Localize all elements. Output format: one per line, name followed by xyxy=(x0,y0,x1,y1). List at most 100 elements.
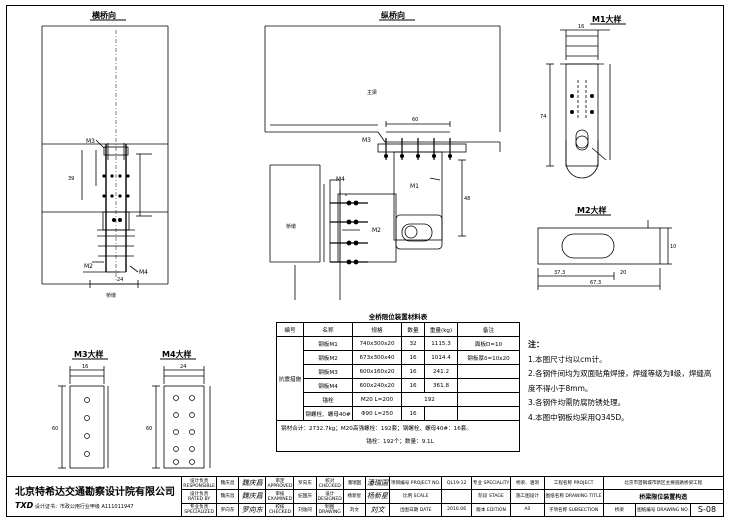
signature: 罗向东 xyxy=(238,502,267,518)
signature: 杨新星 xyxy=(364,489,390,504)
m3-detail-title: M3大样 xyxy=(74,349,104,359)
title-block: 北京特希达交通勘察设计院有限公司 TXD 设计证书：市政公用行业甲级 A1110… xyxy=(5,475,725,518)
material-table-header: 编号 名称 规格 数量 重量(kg) 备注 xyxy=(276,322,520,337)
project-name: 北京市首钢城市新区主要道路桥梁工程 xyxy=(602,475,725,491)
check-name: 刘文 xyxy=(342,502,366,518)
cell: M20 L=200 xyxy=(352,392,402,407)
note-item: 3.各钢件均需防腐防锈处理。 xyxy=(528,398,626,408)
header-name: 名称 xyxy=(303,322,353,337)
drawing-canvas: 横桥向 纵桥向 M1大样 M2大样 M3大样 M4大样 M3 M2 M4 24 … xyxy=(41,10,676,469)
label-m2-longitudinal: M2 xyxy=(372,227,381,234)
longitudinal-m1-flange xyxy=(377,143,467,153)
check-label: 校对 xyxy=(325,478,335,484)
cell: 16 xyxy=(401,350,425,365)
signature: 魏庆昌 xyxy=(238,475,267,491)
drawing-no-label: 图纸编号 DRAWING NO. xyxy=(635,502,692,518)
date: 2016.06 xyxy=(441,502,472,518)
table-row: 钢板M2 673x300x40 16 1014.4 钢板厚δ=10x20 xyxy=(277,350,520,365)
m1-detail-title: M1大样 xyxy=(592,14,622,24)
longitudinal-m4-plate xyxy=(329,179,341,263)
check-label-en: CHECKED xyxy=(318,483,341,489)
m4-detail-title: M4大样 xyxy=(162,349,192,359)
subsection-label: 子项名称 SUBSECTION xyxy=(543,502,604,518)
cell xyxy=(457,406,520,421)
cell xyxy=(457,392,520,407)
notes-heading: 注： xyxy=(528,340,544,349)
drawing-title-label: 图纸名称 DRAWING TITLE xyxy=(543,489,604,504)
cell xyxy=(457,364,520,379)
summary-line-2: 锚栓：192个；数量：9.1L xyxy=(366,439,434,445)
cell: 673x300x40 xyxy=(352,350,402,365)
cell: 钢螺栓、螺母40# xyxy=(303,406,353,421)
dim-60-m4: 60 xyxy=(146,426,152,432)
label-m4-longitudinal: M4 xyxy=(336,176,345,183)
stage: 施工图设计 xyxy=(510,489,545,504)
project-no: QL19-12 xyxy=(441,475,472,491)
cell: Φ90 L=250 xyxy=(352,406,402,421)
approve-name: 刘逸同 xyxy=(293,502,317,518)
note-item: 1.本图尺寸均以cm计。 xyxy=(528,354,607,364)
dim-16-m1: 16 xyxy=(578,24,584,30)
cell: 600x160x20 xyxy=(352,364,402,379)
edition: A0 xyxy=(510,502,545,518)
cell: 32 xyxy=(401,336,425,351)
label-m1-longitudinal: M1 xyxy=(410,183,419,190)
m2-detail-title: M2大样 xyxy=(577,205,607,215)
cell: 740x300x20 xyxy=(352,336,402,351)
role-label: 设计负责 xyxy=(189,491,209,497)
check-label: 设计 xyxy=(325,491,335,497)
role-name: 罗向东 xyxy=(215,502,240,518)
label-pier-transverse: 桥墩 xyxy=(106,292,116,299)
project-label: 工程名称 PROJECT xyxy=(543,475,604,491)
m1-detail-plate xyxy=(565,63,599,167)
role-label-en: RATED BY xyxy=(188,496,211,502)
signature: 潘瑞国 xyxy=(364,475,390,491)
table-summary-row: 钢材合计：2732.7kg；M20高强螺栓：192套；钢螺栓、螺母40#：16套… xyxy=(276,420,520,452)
company-name: 北京特希达交通勘察设计院有限公司 xyxy=(15,487,175,498)
check-name: 潘瑞国 xyxy=(342,475,366,491)
cell: 钢板M3 xyxy=(303,364,353,379)
table-row: 钢板M4 600x240x20 16 361.8 xyxy=(277,378,520,393)
dim-24-m4: 24 xyxy=(180,364,186,370)
company-cell: 北京特希达交通勘察设计院有限公司 TXD 设计证书：市政公用行业甲级 A1110… xyxy=(5,476,183,517)
cell xyxy=(424,406,458,421)
cell: 钢板M4 xyxy=(303,378,353,393)
longitudinal-m2-plate xyxy=(395,214,443,250)
table-row: 钢板M3 600x160x20 16 241.2 xyxy=(277,364,520,379)
check-name: 杨新星 xyxy=(342,489,366,504)
role-label: 专业负责 xyxy=(189,505,209,511)
notes: 注： 1.本图尺寸均以cm计。 2.各钢件间均为双面贴角焊接，焊缝等级为Ⅱ级，焊… xyxy=(528,338,718,426)
cell: 钢板M2 xyxy=(303,350,353,365)
label-pier-longitudinal: 桥墩 xyxy=(286,223,296,230)
role-label-en: SPECIALIZED xyxy=(184,510,214,516)
dim-37-3-m2: 37.3 xyxy=(554,270,565,276)
dim-16-m3: 16 xyxy=(82,364,88,370)
m2-slot xyxy=(561,233,615,259)
m3-detail-plate xyxy=(69,385,105,469)
note-item: 2.各钢件间均为双面贴角焊接，焊缝等级为Ⅱ级，焊缝高 xyxy=(528,369,712,379)
cell: 钢板厚δ=10x20 xyxy=(457,350,520,365)
longitudinal-m3-plate xyxy=(337,193,397,263)
signature: 刘文 xyxy=(364,502,390,518)
summary-line-1: 钢材合计：2732.7kg；M20高强螺栓：192套；钢螺栓、螺母40#：16套… xyxy=(281,426,472,432)
role-name: 魏庆昌 xyxy=(215,489,240,504)
approve-label-en: EXAMINED xyxy=(267,496,293,502)
company-logo: TXD xyxy=(15,501,34,510)
label-m4-transverse: M4 xyxy=(139,269,148,276)
cell: 361.8 xyxy=(424,378,458,393)
longitudinal-view-title: 纵桥向 xyxy=(381,10,405,20)
cell: 钢板M1 xyxy=(303,336,353,351)
dim-60-m3: 60 xyxy=(52,426,58,432)
material-table: 编号 名称 规格 数量 重量(kg) 备注 抗震措施 钢板M1 740x300x… xyxy=(276,322,520,452)
dim-39-transverse: 39 xyxy=(68,176,74,182)
signature: 魏庆昌 xyxy=(238,489,267,504)
m4-detail-plate xyxy=(163,385,205,469)
cell: 16 xyxy=(401,378,425,393)
role-label-en: RESPONSIBLE xyxy=(183,483,215,489)
dim-74-m1: 74 xyxy=(540,114,546,120)
header-no: 编号 xyxy=(276,322,304,337)
check-label-en: DESIGNED xyxy=(317,496,342,502)
dim-24-transverse: 24 xyxy=(117,277,123,283)
approve-label: 审定 xyxy=(275,478,285,484)
check-label: 制图 xyxy=(325,505,335,511)
